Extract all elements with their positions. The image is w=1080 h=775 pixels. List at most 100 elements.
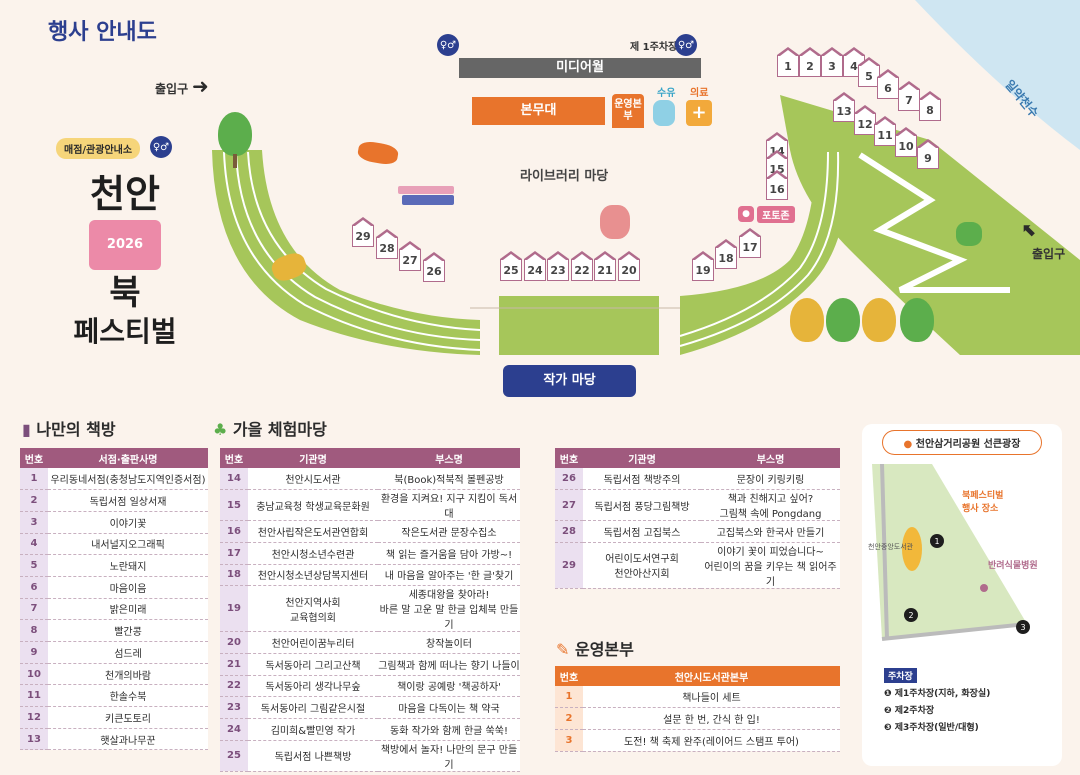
row-cell: 한솔수북 [48,684,208,708]
marker-1-icon: ❶ [884,689,892,699]
tree-icon: ♣ [213,420,228,439]
row-number: 10 [20,663,48,686]
col-header: 번호 [555,666,583,686]
col-header: 번호 [220,448,248,468]
row-cell: 문장이 키링키링 [701,468,840,491]
row-number: 29 [555,542,583,589]
booth[interactable]: 19 [691,251,714,281]
booth[interactable]: 17 [738,228,761,258]
row-cell: 동화 작가와 함께 한글 쑥쑥! [378,718,520,741]
row-number: 1 [20,468,48,491]
row-cell: 노란돼지 [48,554,208,577]
medical-label: 의료 [690,88,709,99]
booth[interactable]: 24 [523,251,546,281]
nursing-icon [653,100,675,126]
arrow-upleft-icon: ⬉ [1022,220,1038,241]
booth[interactable]: 26 [422,252,445,282]
row-cell: 독립서점 책방주의 [583,468,701,491]
booth[interactable]: 3 [820,47,843,77]
booth[interactable]: 9 [916,139,939,169]
booth[interactable]: 21 [593,251,616,281]
row-cell: 설문 한 번, 간식 한 입! [583,707,840,730]
section-title-autumn: ♣ 가을 체험마당 [213,416,327,440]
booth[interactable]: 8 [918,91,941,121]
info-center-label: 매점/관광안내소 [56,138,141,159]
pencil-icon: ✎ [556,640,570,659]
row-cell: 책방에서 놀자! 나만의 문구 만들기 [378,740,520,772]
row-number: 19 [220,585,248,633]
booth[interactable]: 23 [546,251,569,281]
entrance-right-label: 출입구 [1032,247,1066,261]
booth[interactable]: 28 [375,229,398,259]
arrow-right-icon: ➜ [192,74,209,98]
row-cell: 책 읽는 즐거움을 담아 가방~! [378,542,520,565]
row-number: 7 [20,598,48,621]
booth[interactable]: 6 [876,69,899,99]
booth[interactable]: 5 [857,57,880,87]
row-cell: 천안시청소년수련관 [248,542,378,565]
row-number: 17 [220,542,248,565]
row-number: 2 [555,707,583,730]
row-number: 13 [20,728,48,751]
row-number: 16 [220,520,248,543]
row-cell: 내서널지오그래픽 [48,533,208,556]
booth[interactable]: 27 [398,241,421,271]
col-header: 번호 [555,448,583,468]
medical-cross-icon: + [686,100,712,126]
col-header: 기관명 [248,448,378,468]
booth[interactable]: 1 [776,47,799,77]
location-title: ● 천안삼거리공원 선큰광장 [882,430,1042,455]
library-label: 천안중앙도서관 [868,543,914,551]
booth[interactable]: 25 [499,251,522,281]
row-cell: 책과 친해지고 싶어? 그림책 속에 Pongdang [701,489,840,522]
walker-figure-icon [956,222,982,246]
booth[interactable]: 22 [570,251,593,281]
row-cell: 책나들이 세트 [583,686,840,709]
booth[interactable]: 7 [897,81,920,111]
col-header: 서점·출판사명 [48,448,208,468]
col-header: 천안시도서관본부 [583,666,840,686]
nursing-label: 수유 [657,88,676,99]
row-cell: 북(Book)적북적 볼펜공방 [378,468,520,491]
booth[interactable]: 2 [798,47,821,77]
row-cell: 마음을 다독이는 책 약국 [378,696,520,719]
row-cell: 독서동아리 그림같은시절 [248,696,378,719]
booth[interactable]: 16 [765,170,788,200]
row-cell: 그림책과 함께 떠나는 향기 나들이 [378,653,520,676]
book-icon: ▮ [22,420,31,439]
booth[interactable]: 10 [894,127,917,157]
festival-line3: 페스티벌 [73,315,177,348]
booth[interactable]: 29 [351,217,374,247]
festival-line1: 천안 [90,172,160,216]
main-stage: 본무대 [472,97,605,125]
row-cell: 천안지역사회 교육협의회 [248,585,378,633]
section-title-hq: ✎ 운영본부 [556,636,634,660]
row-cell: 천안사립작은도서관연합회 [248,520,378,543]
reader-figure-icon [600,205,630,239]
booth[interactable]: 18 [714,239,737,269]
location-map-panel: ● 천안삼거리공원 선큰광장 북페스티벌 행사 장소 반려식물병원 천안중앙도서… [862,424,1062,766]
row-cell: 창작놀이터 [378,631,520,654]
row-number: 21 [220,653,248,676]
booth[interactable]: 13 [832,92,855,122]
map-background [212,0,1080,355]
booth[interactable]: 11 [873,116,896,146]
row-cell: 천안시청소년상담복지센터 [248,564,378,587]
media-wall: 미디어월 [459,58,701,78]
autumn-title: 가을 체험마당 [232,420,327,439]
booth[interactable]: 20 [617,251,640,281]
tree-icon [900,298,934,342]
parking-title: 주차장 [884,668,917,683]
restroom-icon: ♀♂ [150,136,172,158]
